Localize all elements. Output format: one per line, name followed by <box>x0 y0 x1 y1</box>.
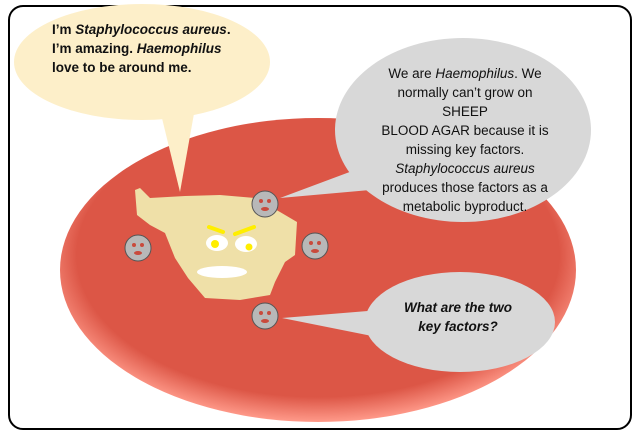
right-eyebrow <box>233 225 256 236</box>
left-pupil <box>211 240 219 248</box>
staph-face <box>197 225 257 278</box>
haemophilus-colony <box>301 232 329 260</box>
left-eyebrow <box>207 225 225 234</box>
right-pupil <box>245 243 253 251</box>
staph-speech-bubble <box>14 4 270 192</box>
staph-speech-text: I’m Staphylococcus aureus. I’m amazing. … <box>52 22 231 75</box>
haemophilus-colony <box>251 302 279 330</box>
question-speech-bubble <box>282 272 555 372</box>
haemophilus-speech-bubble <box>280 38 591 222</box>
question-text: What are the two key factors? <box>403 300 512 334</box>
right-eye <box>235 236 257 252</box>
haemophilus-speech-text: We are Haemophilus. We normally can’t gr… <box>381 66 549 214</box>
haemophilus-colony <box>124 234 152 262</box>
mouth <box>197 266 247 278</box>
haemophilus-colonies <box>124 190 329 330</box>
haemophilus-colony <box>251 190 279 218</box>
